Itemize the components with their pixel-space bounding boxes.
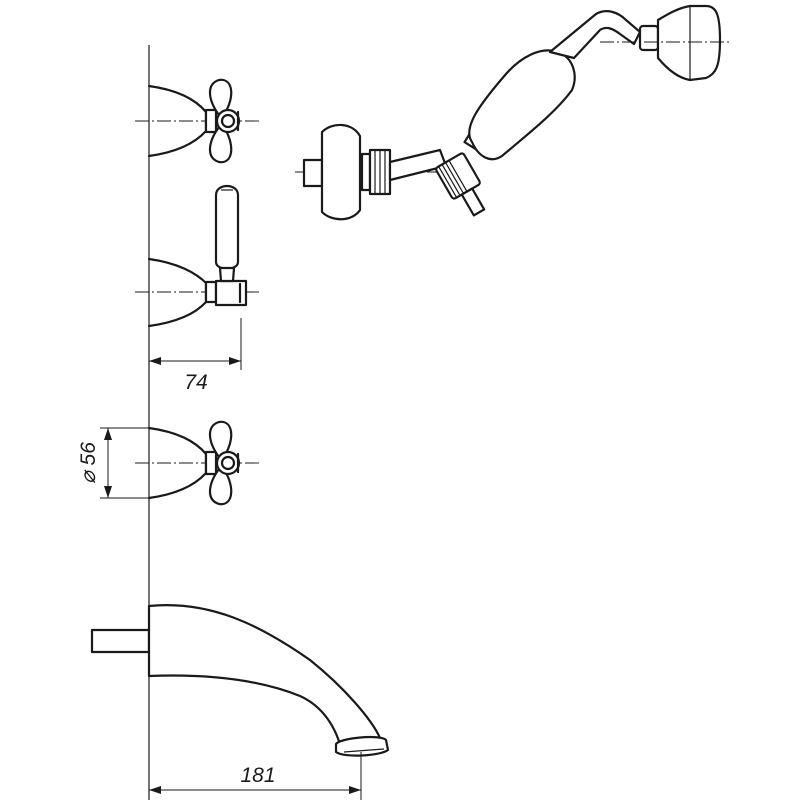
dimension-handle-spacing: 74 <box>149 318 242 394</box>
lever-handle-valve <box>135 184 262 328</box>
dimension-label-181: 181 <box>240 764 275 787</box>
dimension-label-diameter-56: ⌀ 56 <box>77 442 100 484</box>
bottom-cross-handle-valve <box>135 420 260 506</box>
dimension-spout-projection: 181 <box>149 752 362 800</box>
dimension-flange-diameter: ⌀ 56 <box>77 427 149 499</box>
top-cross-handle-valve <box>135 78 260 164</box>
tub-spout <box>90 604 390 757</box>
hand-shower-assembly <box>295 4 732 221</box>
dimension-label-74: 74 <box>184 371 207 394</box>
